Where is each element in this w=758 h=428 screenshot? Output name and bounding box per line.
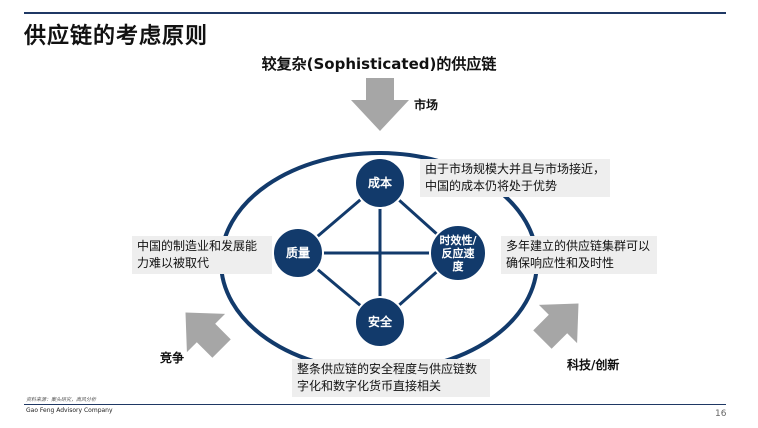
- bottom-rule: [24, 404, 726, 405]
- source-note: 资料来源：案头研究，高风分析: [26, 397, 97, 403]
- node-cost: [354, 157, 406, 209]
- node-cost-label: 成本: [367, 175, 392, 190]
- market-arrow-icon: [351, 78, 409, 131]
- page-number: 16: [715, 409, 727, 419]
- diagram-subtitle: 较复杂(Sophisticated)的供应链: [261, 55, 497, 73]
- callout-responsiveness: 多年建立的供应链集群可以确保响应性和及时性: [501, 236, 657, 274]
- technology-arrow-icon: [533, 303, 579, 349]
- node-responsiveness: [429, 224, 487, 282]
- node-responsiveness-label: 时效性/反应速度: [439, 233, 477, 273]
- competition-label: 竞争: [160, 351, 185, 365]
- node-quality-label: 质量: [285, 245, 310, 260]
- competition-arrow-icon: [185, 312, 231, 358]
- callout-cost: 由于市场规模大并且与市场接近，中国的成本仍将处于优势: [420, 159, 610, 197]
- page-title: 供应链的考虑原则: [24, 24, 209, 49]
- company-name: Gao Feng Advisory Company: [26, 407, 113, 414]
- top-rule: [24, 12, 726, 14]
- node-safety-label: 安全: [367, 314, 392, 329]
- callout-safety: 整条供应链的安全程度与供应链数字化和数字化货币直接相关: [292, 359, 490, 397]
- market-label: 市场: [414, 98, 439, 112]
- node-safety: [354, 296, 406, 348]
- technology-label: 科技/创新: [567, 358, 620, 372]
- node-quality: [272, 227, 324, 279]
- callout-quality: 中国的制造业和发展能力难以被取代: [132, 236, 272, 274]
